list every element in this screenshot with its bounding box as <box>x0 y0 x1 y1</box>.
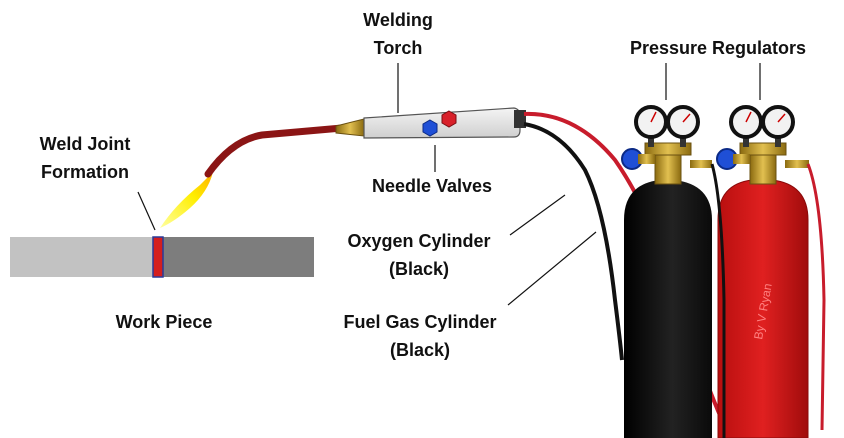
fuel-regulator <box>716 105 809 185</box>
weld-joint <box>152 236 164 278</box>
work-piece-left-plate <box>10 237 154 277</box>
leader-fuel-gas-cylinder <box>507 231 597 306</box>
fuel-gas-cylinder: By V Ryan <box>717 179 809 438</box>
label-pressure-regulators: Pressure Regulators <box>629 38 807 58</box>
oxygen-regulator-hose <box>710 163 726 438</box>
label-weld-joint-line-1: Weld Joint <box>39 134 131 154</box>
leader-weld-joint <box>137 191 156 231</box>
label-oxygen-cylinder-line-1: Oxygen Cylinder <box>347 231 491 251</box>
label-oxygen-cylinder-line-2: (Black) <box>388 259 450 279</box>
label-fuel-gas-cylinder-line-1: Fuel Gas Cylinder <box>343 312 497 332</box>
label-oxygen-cylinder: Oxygen Cylinder (Black) <box>333 227 505 283</box>
torch-nozzle <box>335 118 365 137</box>
label-welding-torch-line-2: Torch <box>373 38 423 58</box>
hose-fitting <box>514 110 526 128</box>
label-fuel-gas-cylinder: Fuel Gas Cylinder (Black) <box>326 308 514 364</box>
label-weld-joint-formation: Weld Joint Formation <box>26 130 144 186</box>
label-welding-torch: Welding Torch <box>352 6 444 62</box>
oxygen-hose <box>523 122 624 361</box>
work-piece <box>10 236 314 278</box>
label-welding-torch-line-1: Welding <box>363 10 433 30</box>
leader-oxygen-cylinder <box>509 194 566 236</box>
needle-valve-red <box>441 110 457 128</box>
oxygen-regulator <box>621 105 712 185</box>
label-fuel-gas-cylinder-line-2: (Black) <box>389 340 451 360</box>
label-needle-valves: Needle Valves <box>371 176 493 196</box>
welding-flame <box>160 172 213 228</box>
work-piece-right-plate <box>162 237 314 277</box>
oxygen-cylinder <box>624 180 712 438</box>
leader-lines <box>137 63 761 306</box>
label-work-piece: Work Piece <box>115 312 213 332</box>
label-weld-joint-line-2: Formation <box>41 162 129 182</box>
needle-valve-blue <box>422 119 438 137</box>
fuel-regulator-hose <box>806 163 826 431</box>
torch-neck <box>204 124 346 178</box>
